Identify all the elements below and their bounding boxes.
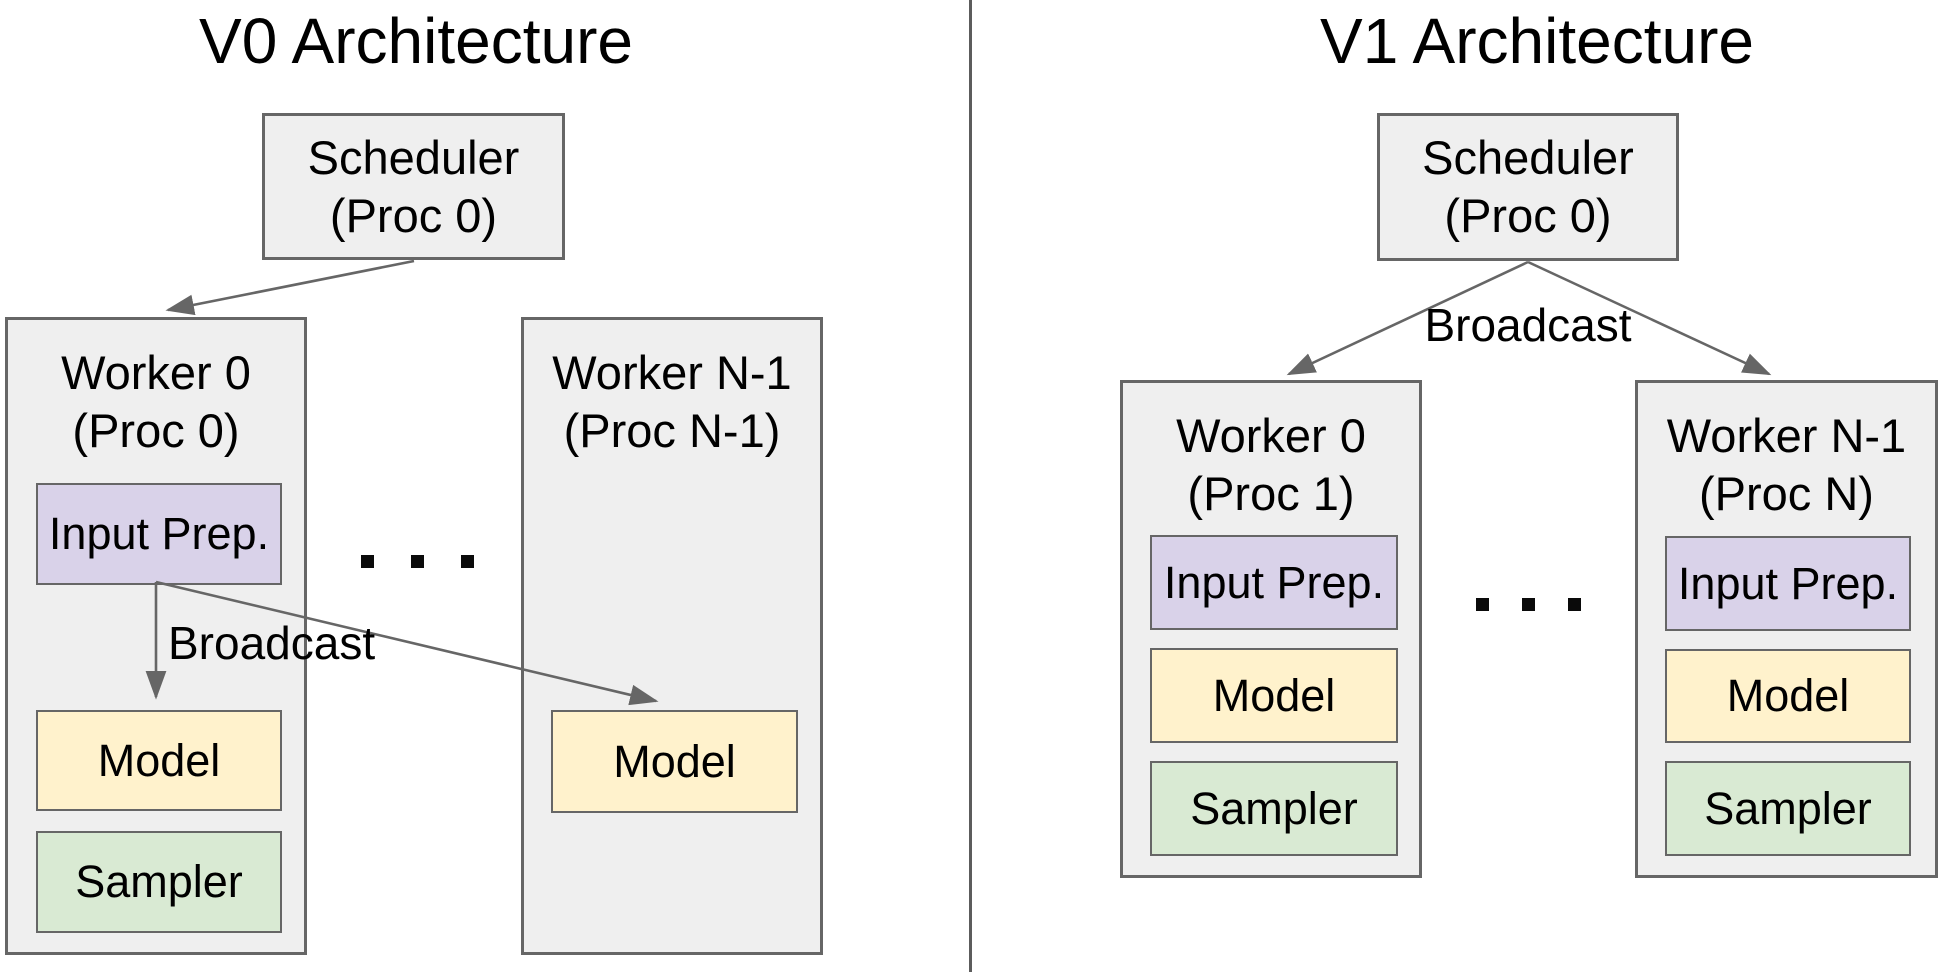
v1-workerN-title: Worker N-1 (Proc N) — [1638, 407, 1935, 523]
dot-icon — [1568, 598, 1581, 611]
v1-scheduler-proc: (Proc 0) — [1444, 189, 1612, 242]
v0-scheduler-to-worker0-arrow — [165, 259, 415, 316]
dot-icon — [461, 555, 474, 568]
v1-worker0-title: Worker 0 (Proc 1) — [1123, 407, 1419, 523]
v0-workerN-proc: (Proc N-1) — [563, 404, 781, 457]
v0-worker0-sampler-box: Sampler — [36, 831, 282, 933]
v1-worker0-box: Worker 0 (Proc 1) Input Prep. Model Samp… — [1120, 380, 1422, 878]
dot-icon — [1522, 598, 1535, 611]
v1-scheduler-box: Scheduler (Proc 0) — [1377, 113, 1679, 261]
v0-broadcast-label: Broadcast — [168, 617, 376, 669]
v0-title: V0 Architecture — [199, 5, 633, 77]
v1-workerN-input-prep-box: Input Prep. — [1665, 536, 1911, 631]
v1-worker0-sampler-box: Sampler — [1150, 761, 1398, 856]
v0-worker0-model-box: Model — [36, 710, 282, 811]
v0-workerN-name: Worker N-1 — [552, 346, 792, 399]
v1-workerN-model-box: Model — [1665, 649, 1911, 743]
v1-title: V1 Architecture — [1320, 5, 1754, 77]
v1-workerN-name: Worker N-1 — [1666, 409, 1907, 462]
v0-scheduler-name: Scheduler — [307, 130, 520, 184]
v0-workerN-model-box: Model — [551, 710, 798, 813]
dot-icon — [1476, 598, 1489, 611]
v0-workerN-title: Worker N-1 (Proc N-1) — [524, 344, 820, 460]
v1-worker0-name: Worker 0 — [1176, 409, 1366, 462]
v0-worker0-name: Worker 0 — [61, 346, 251, 399]
v0-workerN-box: Worker N-1 (Proc N-1) Model — [521, 317, 823, 955]
v1-scheduler-name: Scheduler — [1422, 131, 1634, 184]
vertical-divider — [969, 0, 972, 972]
v0-worker0-input-prep-box: Input Prep. — [36, 483, 282, 585]
v0-worker0-proc: (Proc 0) — [72, 404, 240, 457]
v1-broadcast-label: Broadcast — [1424, 299, 1632, 351]
dot-icon — [411, 555, 424, 568]
v1-workerN-sampler-box: Sampler — [1665, 761, 1911, 856]
dot-icon — [361, 555, 374, 568]
v1-ellipsis-dots — [1476, 598, 1581, 611]
v1-worker0-proc: (Proc 1) — [1187, 467, 1355, 520]
v1-worker0-model-box: Model — [1150, 648, 1398, 743]
v0-scheduler-proc: (Proc 0) — [329, 188, 498, 242]
v0-scheduler-box: Scheduler (Proc 0) — [262, 113, 565, 260]
v0-ellipsis-dots — [361, 555, 474, 568]
v1-worker0-input-prep-box: Input Prep. — [1150, 535, 1398, 630]
v0-worker0-title: Worker 0 (Proc 0) — [8, 344, 304, 460]
v1-workerN-proc: (Proc N) — [1699, 467, 1874, 520]
v1-workerN-box: Worker N-1 (Proc N) Input Prep. Model Sa… — [1635, 380, 1938, 878]
